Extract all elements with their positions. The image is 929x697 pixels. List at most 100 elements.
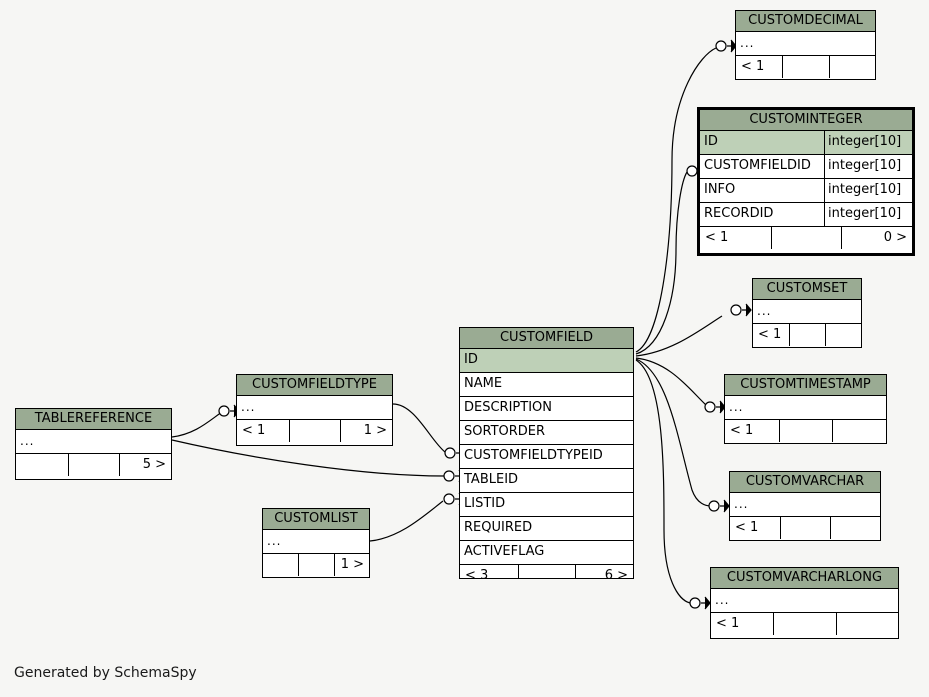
- table-row-primary-key[interactable]: ID integer[10]: [700, 131, 912, 155]
- column-name: ID: [464, 352, 478, 367]
- footer-parents-count: < 1: [735, 520, 759, 535]
- table-title: CUSTOMFIELDTYPE: [237, 375, 392, 396]
- table-footer: < 1: [730, 517, 880, 539]
- table-customfield[interactable]: CUSTOMFIELD ID NAME DESCRIPTION SORTORDER CUS…: [459, 327, 634, 579]
- footer-middle: [288, 420, 341, 442]
- table-customset[interactable]: CUSTOMSET... < 1: [752, 278, 862, 348]
- table-row-column[interactable]: DESCRIPTION: [460, 397, 633, 421]
- column-name: SORTORDER: [464, 424, 546, 439]
- column-name: ...: [734, 497, 749, 511]
- footer-parents-count: < 1: [242, 423, 266, 438]
- footer-parents-count: [263, 554, 298, 576]
- footer-children-count: 1 >: [333, 554, 369, 576]
- column-type: integer[10]: [824, 203, 912, 226]
- table-footer: < 1: [753, 324, 861, 346]
- table-row-column[interactable]: ...: [711, 589, 898, 613]
- footer-children-count: [828, 56, 875, 78]
- table-footer: < 1: [725, 420, 886, 442]
- table-row-column[interactable]: ...: [736, 32, 875, 56]
- footer-children-count: [835, 613, 898, 635]
- column-name: CUSTOMFIELDTYPEID: [464, 448, 603, 463]
- column-name: ...: [20, 434, 35, 448]
- table-row-column[interactable]: INFO integer[10]: [700, 179, 912, 203]
- table-customvarcharlong[interactable]: CUSTOMVARCHARLONG...< 1: [710, 567, 899, 639]
- table-title: CUSTOMDECIMAL: [736, 11, 875, 32]
- table-custominteger[interactable]: CUSTOMINTEGER ID integer[10] CUSTOMFIELDID i…: [697, 107, 915, 256]
- table-row-column[interactable]: RECORDID integer[10]: [700, 203, 912, 227]
- table-row-column[interactable]: ...: [725, 396, 886, 420]
- table-customtimestamp[interactable]: CUSTOMTIMESTAMP...< 1: [724, 374, 887, 444]
- edge-tablereference-customfieldtype: [171, 411, 223, 438]
- edge-customfield-customtimestamp: [635, 357, 707, 406]
- footer-children-count: [825, 324, 861, 346]
- edge-customfield-customvarchar: [635, 358, 712, 507]
- footer-middle: [782, 56, 828, 78]
- footer-children-count: [832, 420, 886, 442]
- table-footer: < 1 0 >: [700, 227, 912, 249]
- footer-middle: [778, 420, 833, 442]
- table-row-column[interactable]: NAME: [460, 373, 633, 397]
- footer-parents-count: < 1: [741, 59, 765, 74]
- footer-middle: [773, 613, 835, 635]
- table-footer: < 1: [711, 613, 898, 635]
- column-name: REQUIRED: [464, 520, 533, 535]
- table-title: CUSTOMINTEGER: [700, 110, 912, 131]
- table-customvarchar[interactable]: CUSTOMVARCHAR... < 1: [729, 471, 881, 541]
- edge-customfieldtype-customfield: [392, 403, 446, 453]
- column-name: CUSTOMFIELDID: [704, 158, 811, 173]
- column-type: integer[10]: [824, 131, 912, 154]
- column-name: DESCRIPTION: [464, 400, 552, 415]
- edge-customfield-customset: [635, 315, 723, 357]
- footer-middle: [517, 565, 576, 578]
- table-row-column[interactable]: SORTORDER: [460, 421, 633, 445]
- column-name: RECORDID: [704, 206, 774, 221]
- table-footer: 5 >: [16, 454, 171, 476]
- table-row-column[interactable]: REQUIRED: [460, 517, 633, 541]
- table-footer: < 1: [736, 56, 875, 78]
- table-row-column[interactable]: ACTIVEFLAG: [460, 541, 633, 565]
- column-type: integer[10]: [824, 179, 912, 202]
- footer-parents-count: < 1: [716, 616, 740, 631]
- generator-credit: Generated by SchemaSpy: [14, 665, 197, 681]
- footer-parents-count: < 1: [705, 230, 729, 245]
- table-row-column[interactable]: ...: [753, 300, 861, 324]
- table-title: CUSTOMFIELD: [460, 328, 633, 349]
- footer-parents-count: < 1: [730, 423, 754, 438]
- column-name: ID: [704, 134, 718, 149]
- column-name: ...: [757, 304, 772, 318]
- table-title: CUSTOMVARCHAR: [730, 472, 880, 493]
- table-row-column[interactable]: TABLEID: [460, 469, 633, 493]
- edge-customfield-custominteger: [635, 171, 688, 355]
- table-customdecimal[interactable]: CUSTOMDECIMAL... < 1: [735, 10, 876, 80]
- footer-children-count: 0 >: [841, 227, 912, 249]
- footer-children-count: 5 >: [119, 454, 171, 476]
- table-row-column[interactable]: ...: [237, 396, 392, 420]
- footer-parents-count: < 3: [465, 568, 489, 579]
- edge-customfield-customvarcharlong: [635, 359, 691, 604]
- footer-middle: [770, 227, 842, 249]
- table-row-column[interactable]: ...: [16, 430, 171, 454]
- table-row-column[interactable]: ...: [263, 530, 369, 554]
- footer-children-count: [830, 517, 880, 539]
- table-row-primary-key[interactable]: ID: [460, 349, 633, 373]
- column-name: TABLEID: [464, 472, 519, 487]
- column-name: INFO: [704, 182, 736, 197]
- footer-children-count: 6 >: [575, 565, 633, 578]
- footer-middle: [298, 554, 333, 576]
- table-row-column[interactable]: LISTID: [460, 493, 633, 517]
- footer-middle: [789, 324, 825, 346]
- footer-parents-count: [16, 454, 68, 476]
- table-row-column[interactable]: CUSTOMFIELDTYPEID: [460, 445, 633, 469]
- table-row-column[interactable]: ...: [730, 493, 880, 517]
- column-type: integer[10]: [824, 155, 912, 178]
- table-row-column[interactable]: CUSTOMFIELDID integer[10]: [700, 155, 912, 179]
- table-customlist[interactable]: CUSTOMLIST...1 >: [262, 508, 370, 578]
- table-footer: 1 >: [263, 554, 369, 576]
- column-name: NAME: [464, 376, 503, 391]
- table-title: CUSTOMSET: [753, 279, 861, 300]
- column-name: ...: [241, 400, 256, 414]
- table-tablereference[interactable]: TABLEREFERENCE...5 >: [15, 408, 172, 480]
